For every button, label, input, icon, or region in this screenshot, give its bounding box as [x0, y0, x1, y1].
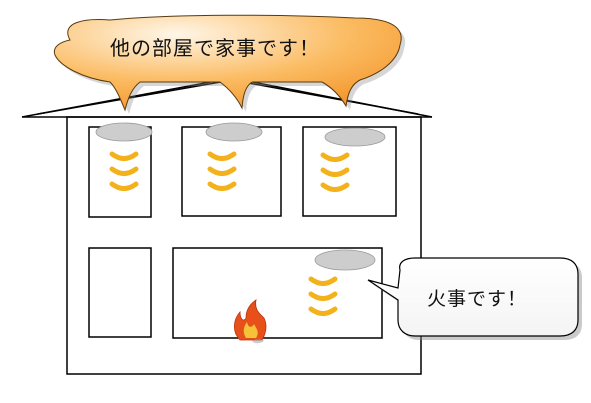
top-speech-bubble	[53, 14, 406, 114]
side-callout-text: 火事です！	[426, 288, 527, 310]
room-lower-left	[88, 247, 152, 338]
smoke-alarm-icon	[324, 127, 386, 147]
alarm-upper-left	[95, 122, 153, 191]
sound-waves-icon	[320, 152, 350, 192]
top-callout-text: 他の部屋で家事です！	[110, 36, 320, 60]
sound-waves-icon	[308, 276, 338, 316]
smoke-alarm-icon	[205, 122, 263, 142]
side-speech-bubble	[367, 257, 582, 340]
flame-icon	[233, 299, 267, 344]
sound-waves-icon	[207, 151, 237, 191]
side-bubble-shape	[367, 257, 579, 337]
sound-waves-icon	[109, 151, 139, 191]
alarm-lower-right	[308, 249, 376, 316]
alarm-upper-middle	[205, 122, 263, 191]
smoke-alarm-icon	[314, 249, 376, 271]
roof	[21, 77, 433, 118]
smoke-alarm-icon	[95, 122, 153, 142]
alarm-upper-right	[320, 127, 386, 192]
top-bubble-shape	[53, 14, 402, 112]
